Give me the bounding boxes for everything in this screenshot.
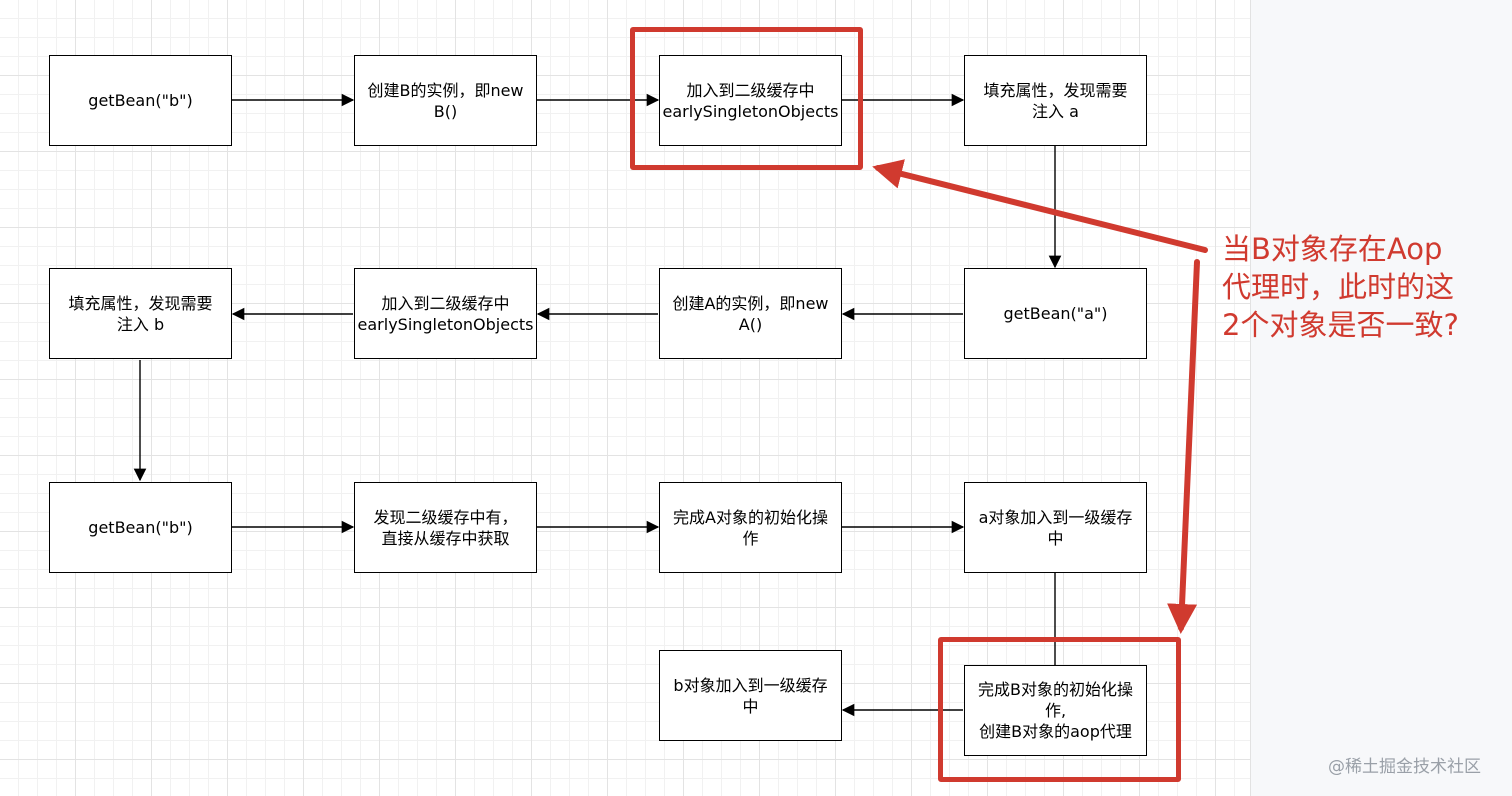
node-getbean-a: getBean("a") (964, 268, 1147, 359)
node-create-b-instance: 创建B的实例，即new B() (354, 55, 537, 146)
annotation-question: 当B对象存在Aop 代理时，此时的这 2个对象是否一致? (1222, 232, 1459, 342)
node-create-a-instance: 创建A的实例，即new A() (659, 268, 842, 359)
highlight-box-early-cache (630, 27, 863, 170)
watermark: @稀土掘金技术社区 (1328, 757, 1481, 777)
annotation-arrow-down (1167, 259, 1200, 634)
node-found-in-second-cache: 发现二级缓存中有， 直接从缓存中获取 (354, 482, 537, 573)
node-b-to-first-cache: b对象加入到一级缓存 中 (659, 650, 842, 741)
side-panel (1250, 0, 1512, 796)
node-finish-a-init: 完成A对象的初始化操 作 (659, 482, 842, 573)
node-add-a-to-second-cache: 加入到二级缓存中 earlySingletonObjects (354, 268, 537, 359)
node-finish-b-init-aop: 完成B对象的初始化操 作, 创建B对象的aop代理 (964, 665, 1147, 756)
node-add-b-to-second-cache: 加入到二级缓存中 earlySingletonObjects (659, 55, 842, 146)
node-getbean-b-2: getBean("b") (49, 482, 232, 573)
node-populate-b-needs-a: 填充属性，发现需要 注入 a (964, 55, 1147, 146)
highlight-box-aop-proxy (938, 637, 1181, 782)
node-populate-a-needs-b: 填充属性，发现需要 注入 b (49, 268, 232, 359)
annotation-arrow-up (872, 159, 1208, 253)
node-getbean-b-1: getBean("b") (49, 55, 232, 146)
node-a-to-first-cache: a对象加入到一级缓存 中 (964, 482, 1147, 573)
